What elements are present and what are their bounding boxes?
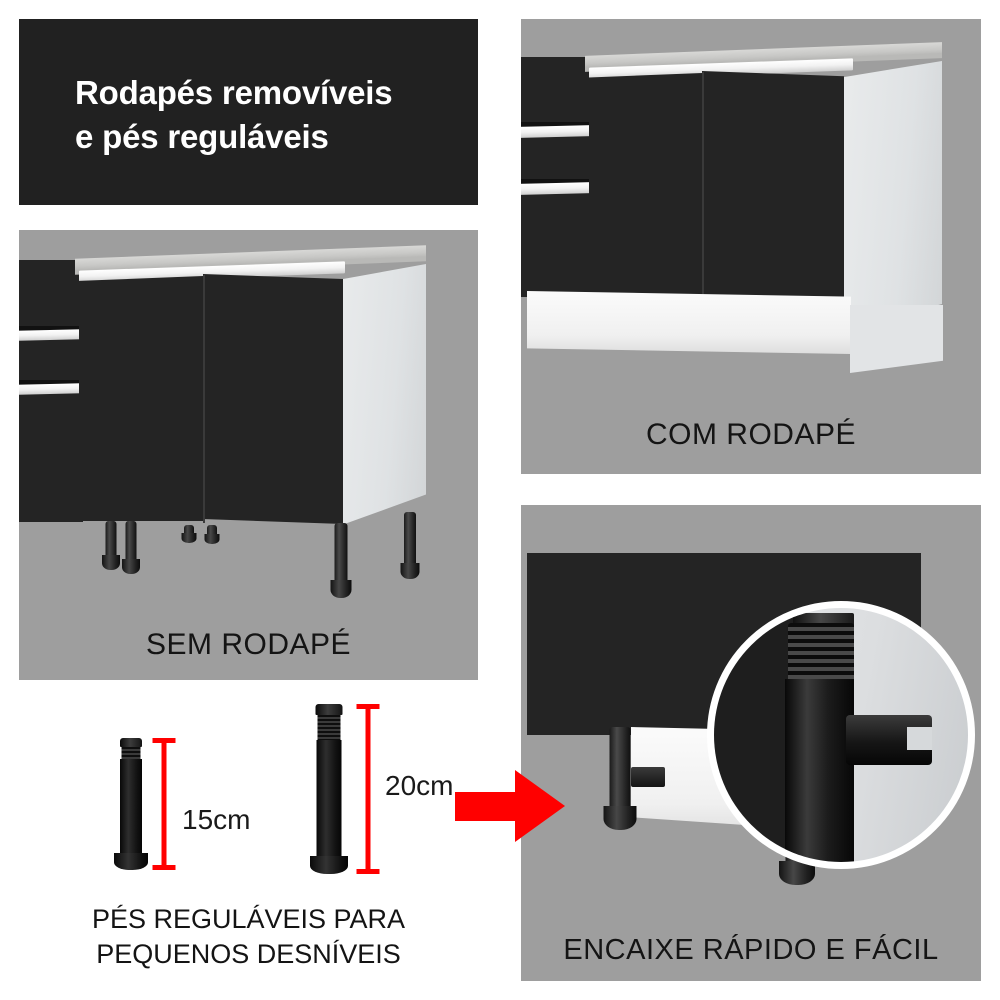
dimension-15cm: [152, 738, 175, 870]
magnifier-clip-notch: [907, 727, 933, 751]
drawer-handle-shadow-2: [19, 380, 83, 384]
page-title: Rodapés removíveis e pés reguláveis: [75, 74, 393, 155]
drawer-handle-1: [521, 125, 597, 138]
cabinet-door-right: [203, 274, 343, 524]
panel-com-rodape: COM RODAPÉ: [521, 19, 981, 474]
title-block: Rodapés removíveis e pés reguláveis: [19, 19, 478, 205]
red-arrow: [455, 770, 565, 842]
arrow-head: [515, 770, 565, 842]
cabinet-leg-3-rear: [181, 525, 196, 543]
legs-measurement-section: 15cm 20cm PÉS REGULÁVEIS PARA PEQUENOS D…: [19, 690, 478, 990]
dim-label-15cm: 15cm: [182, 804, 251, 835]
adjustable-leg-icon-tall: [305, 704, 353, 874]
caption-encaixe: ENCAIXE RÁPIDO E FÁCIL: [563, 934, 939, 966]
dim-label-20cm: 20cm: [385, 770, 454, 801]
toe-kick-front: [527, 291, 851, 354]
drawer-handle-shadow-2: [521, 179, 593, 183]
cabinet-side-panel: [843, 61, 942, 331]
caption-pes-reguláveis: PÉS REGULÁVEIS PARA PEQUENOS DESNÍVEIS: [91, 904, 406, 969]
drawer-handle-2: [521, 182, 597, 195]
panel-sem-rodape: SEM RODAPÉ: [19, 230, 478, 680]
dimension-20cm: [356, 704, 379, 874]
cabinet-leg-1: [102, 521, 120, 570]
drawer-handle-shadow-1: [19, 326, 83, 330]
magnifier-leg-thread: [787, 623, 854, 682]
cabinet-leg-2: [122, 521, 140, 574]
drawer-handle-2: [19, 383, 87, 395]
dim-line: [365, 704, 370, 874]
dim-cap-bottom: [356, 869, 379, 874]
dim-cap-bottom: [152, 865, 175, 870]
dim-line: [161, 738, 166, 870]
drawer-handle-shadow-1: [521, 122, 593, 126]
cabinet-side-panel: [339, 264, 426, 526]
leg-with-clip-front: [603, 727, 636, 830]
arrow-shaft: [455, 792, 521, 821]
drawer-handle-1: [19, 329, 87, 341]
cabinet-door-left: [79, 276, 203, 521]
panel-encaixe: ENCAIXE RÁPIDO E FÁCIL: [521, 505, 981, 981]
toe-kick-side: [850, 305, 943, 373]
magnifier-circle-icon: [707, 601, 975, 869]
drawer-stack-partial: [521, 57, 593, 297]
door-gap: [702, 72, 704, 324]
magnifier-leg-body: [785, 679, 854, 862]
caption-sem-rodape: SEM RODAPÉ: [145, 628, 352, 661]
leg-clip-bracket: [631, 767, 665, 787]
cabinet-leg-6: [400, 512, 419, 579]
cabinet-leg-5: [330, 523, 351, 598]
caption-com-rodape: COM RODAPÉ: [645, 418, 857, 451]
cabinet-door-right: [702, 71, 844, 333]
cabinet-door-left: [589, 73, 702, 296]
adjustable-leg-icon-short: [111, 738, 151, 870]
cabinet-leg-4-rear: [204, 525, 219, 544]
door-gap: [203, 275, 205, 523]
